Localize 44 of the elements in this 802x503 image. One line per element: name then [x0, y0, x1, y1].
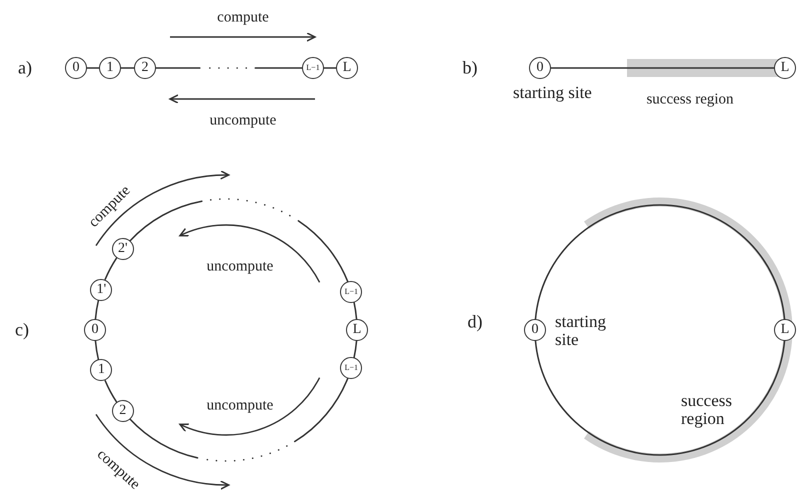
ring-arc: [104, 380, 118, 402]
site-circle: 2': [112, 238, 134, 260]
site-circle: L−1: [340, 280, 362, 303]
panel-label: a): [18, 58, 32, 78]
site-circle: 1: [99, 57, 121, 79]
ring-arc: [104, 258, 118, 280]
panel-label: b): [462, 58, 478, 78]
ring-arc: [534, 340, 786, 456]
ring-arc: [129, 198, 348, 282]
site-circle: L−1: [302, 57, 324, 79]
chain-line: [323, 67, 337, 69]
site-circle: 1': [90, 278, 112, 301]
chain-line: [155, 67, 303, 69]
region-label: success region: [646, 92, 734, 108]
site-circle: 0: [524, 319, 546, 341]
chain-line: [86, 67, 100, 69]
chain-line: [550, 67, 775, 69]
site-circle: L: [774, 57, 796, 79]
site-circle: 0: [84, 319, 106, 341]
site-circle: 2: [112, 400, 134, 422]
ring-arc: [353, 302, 358, 320]
site-label: starting site: [513, 84, 593, 102]
direction-label: uncompute: [210, 112, 276, 130]
site-circle: L: [774, 319, 796, 341]
site-circle: 0: [65, 57, 87, 79]
site-circle: 0: [529, 57, 551, 79]
direction-label: uncompute: [206, 398, 274, 414]
ring-arc: [534, 204, 786, 320]
site-circle: L: [346, 319, 368, 341]
direction-label: uncompute: [206, 258, 274, 276]
site-circle: L−1: [340, 357, 362, 380]
region-label: success region: [681, 392, 733, 428]
panel-label: c): [15, 320, 29, 340]
panel-label: d): [468, 312, 482, 332]
ring-arc: [353, 340, 358, 358]
site-circle: 1: [90, 359, 112, 382]
ring-arc: [94, 340, 100, 361]
chain-line: [120, 67, 135, 69]
ring-arc: [129, 378, 348, 462]
ring-arc: [94, 299, 100, 320]
direction-label: compute: [217, 10, 269, 26]
site-circle: 2: [134, 57, 156, 79]
site-circle: L: [336, 57, 358, 79]
site-label: starting site: [555, 313, 607, 349]
